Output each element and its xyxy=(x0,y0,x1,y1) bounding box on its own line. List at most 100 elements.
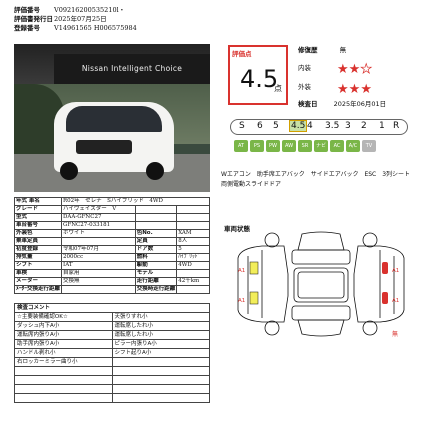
repair-label: 修復歴 xyxy=(298,46,318,54)
spec-title-row: 年式 車名 R02年 セレナ Sハイブリッド 4WD xyxy=(13,197,210,206)
spec-key: メーター xyxy=(13,277,63,286)
header-label: 評価書発行日 xyxy=(14,15,53,23)
spec-value: IAT xyxy=(61,261,136,270)
grade-5: 5 xyxy=(273,121,279,131)
spec-value xyxy=(176,221,210,230)
roof-outline xyxy=(297,271,345,299)
spec-value xyxy=(61,285,136,294)
score-box: 評価点 4.5 点 xyxy=(228,45,288,105)
spec-value: DAA-GFNC27 xyxy=(61,213,136,222)
comment-cell xyxy=(111,393,210,403)
comment-row: ダッシュ内下A小運転席したれ小 xyxy=(14,321,210,331)
car-condition-diagram: A1 A1 A1 A1 無 xyxy=(237,231,405,338)
spec-value: 2000cc xyxy=(61,253,136,262)
spec-key: 車台番号 xyxy=(13,221,63,230)
feature-icon: AT xyxy=(234,140,248,152)
comment-cell: シフト起りA小 xyxy=(111,348,210,358)
grade-S: S xyxy=(239,121,245,131)
spec-key: シフト xyxy=(13,261,63,270)
spec-table: 年式 車名 R02年 セレナ Sハイブリッド 4WD グレードハイウェイスター … xyxy=(13,197,210,294)
spec-key: 走行距離 xyxy=(134,277,178,286)
header-row-issue-date: 評価書発行日2025年07月25日 xyxy=(14,15,137,24)
damage-highlight xyxy=(382,292,388,304)
hood-outline xyxy=(291,249,351,265)
spec-value: 令和07年07月 xyxy=(61,245,136,254)
star-icon: ★ xyxy=(348,82,361,97)
repair-history: 修復歴 無 xyxy=(298,46,346,55)
car-photo: Nissan Intelligent Choice xyxy=(14,44,210,192)
comment-cell xyxy=(111,384,210,394)
left-side-outline xyxy=(237,245,289,323)
grade-6: 6 xyxy=(257,121,263,131)
spec-key: 燃料 xyxy=(134,253,178,262)
dealer-sign: Nissan Intelligent Choice xyxy=(54,54,210,84)
star-icon: ★ xyxy=(337,82,349,97)
spec-key xyxy=(134,213,178,222)
feature-icon: PW xyxy=(266,140,280,152)
spec-key: ドア数 xyxy=(134,245,178,254)
comment-cell: ダッシュ内下A小 xyxy=(14,321,113,331)
spec-title-label: 年式 車名 xyxy=(13,197,63,206)
comment-title: 検査コメント xyxy=(14,303,210,313)
star-icon: ★ xyxy=(337,62,349,77)
spec-key xyxy=(134,205,178,214)
comment-cell xyxy=(14,375,113,385)
spec-key: 排気量 xyxy=(13,253,63,262)
spec-key: 駆動 xyxy=(134,261,178,270)
spec-value: 42千km xyxy=(176,277,210,286)
wheel-rr xyxy=(362,320,378,336)
damage-highlight xyxy=(249,261,259,275)
comment-title-row: 検査コメント xyxy=(14,303,210,313)
feature-icon: A/C xyxy=(346,140,360,152)
spec-value xyxy=(176,285,210,294)
spec-value xyxy=(61,237,136,246)
spec-value: XAM xyxy=(176,229,210,238)
feature-icon: AW xyxy=(282,140,296,152)
score-label: 評価点 xyxy=(232,50,252,58)
header-label: 評価番号 xyxy=(14,6,40,14)
exterior-stars: ★★★ xyxy=(337,78,372,97)
grade-R: R xyxy=(393,121,400,131)
inspect-value: 2025年06月01日 xyxy=(333,100,387,108)
spec-key: 型式 xyxy=(13,213,63,222)
header-value: V14961565 H006575984 xyxy=(54,24,137,32)
spec-key xyxy=(134,221,178,230)
comment-cell xyxy=(14,366,113,376)
spec-value xyxy=(176,213,210,222)
interior-label: 内装 xyxy=(298,64,311,72)
spec-key: 色No. xyxy=(134,229,178,238)
comment-row: ☆主要装備確認OK☆天張りすれ小 xyxy=(14,312,210,322)
star-icon: ★ xyxy=(348,62,361,77)
grade-1: 1 xyxy=(379,121,385,131)
spec-key: 車検 xyxy=(13,269,63,278)
spec-row: 外装色ホワイト色No.XAM xyxy=(13,229,210,238)
spec-value xyxy=(176,269,210,278)
spec-value: 5 xyxy=(176,245,210,254)
interior-stars: ★★★ xyxy=(337,58,372,77)
comment-row xyxy=(14,384,210,394)
damage-mark: A1 xyxy=(392,268,399,274)
damage-mark: A1 xyxy=(392,298,399,304)
comment-cell: ピラー内張りA小 xyxy=(111,339,210,349)
damage-mark: A1 xyxy=(238,298,245,304)
repair-value: 無 xyxy=(339,46,347,54)
grade-2: 2 xyxy=(361,121,367,131)
grade-3: 3 xyxy=(345,121,351,131)
comment-cell: 運転席内張りA小 xyxy=(14,330,113,340)
score-value: 4.5 xyxy=(240,65,279,93)
cabin-outline xyxy=(293,267,349,303)
damage-highlight xyxy=(249,291,259,305)
comment-cell xyxy=(14,393,113,403)
comment-row: 右ロッカーミラー曲り小 xyxy=(14,357,210,367)
feature-icon: AC xyxy=(330,140,344,152)
feature-icon: ナビ xyxy=(314,140,328,152)
feature-icon: TV xyxy=(362,140,376,152)
spec-key: 交換時走行距離 xyxy=(134,285,178,294)
spec-value: ﾊｲﾌﾞﾘｯﾄﾞ xyxy=(176,253,210,262)
